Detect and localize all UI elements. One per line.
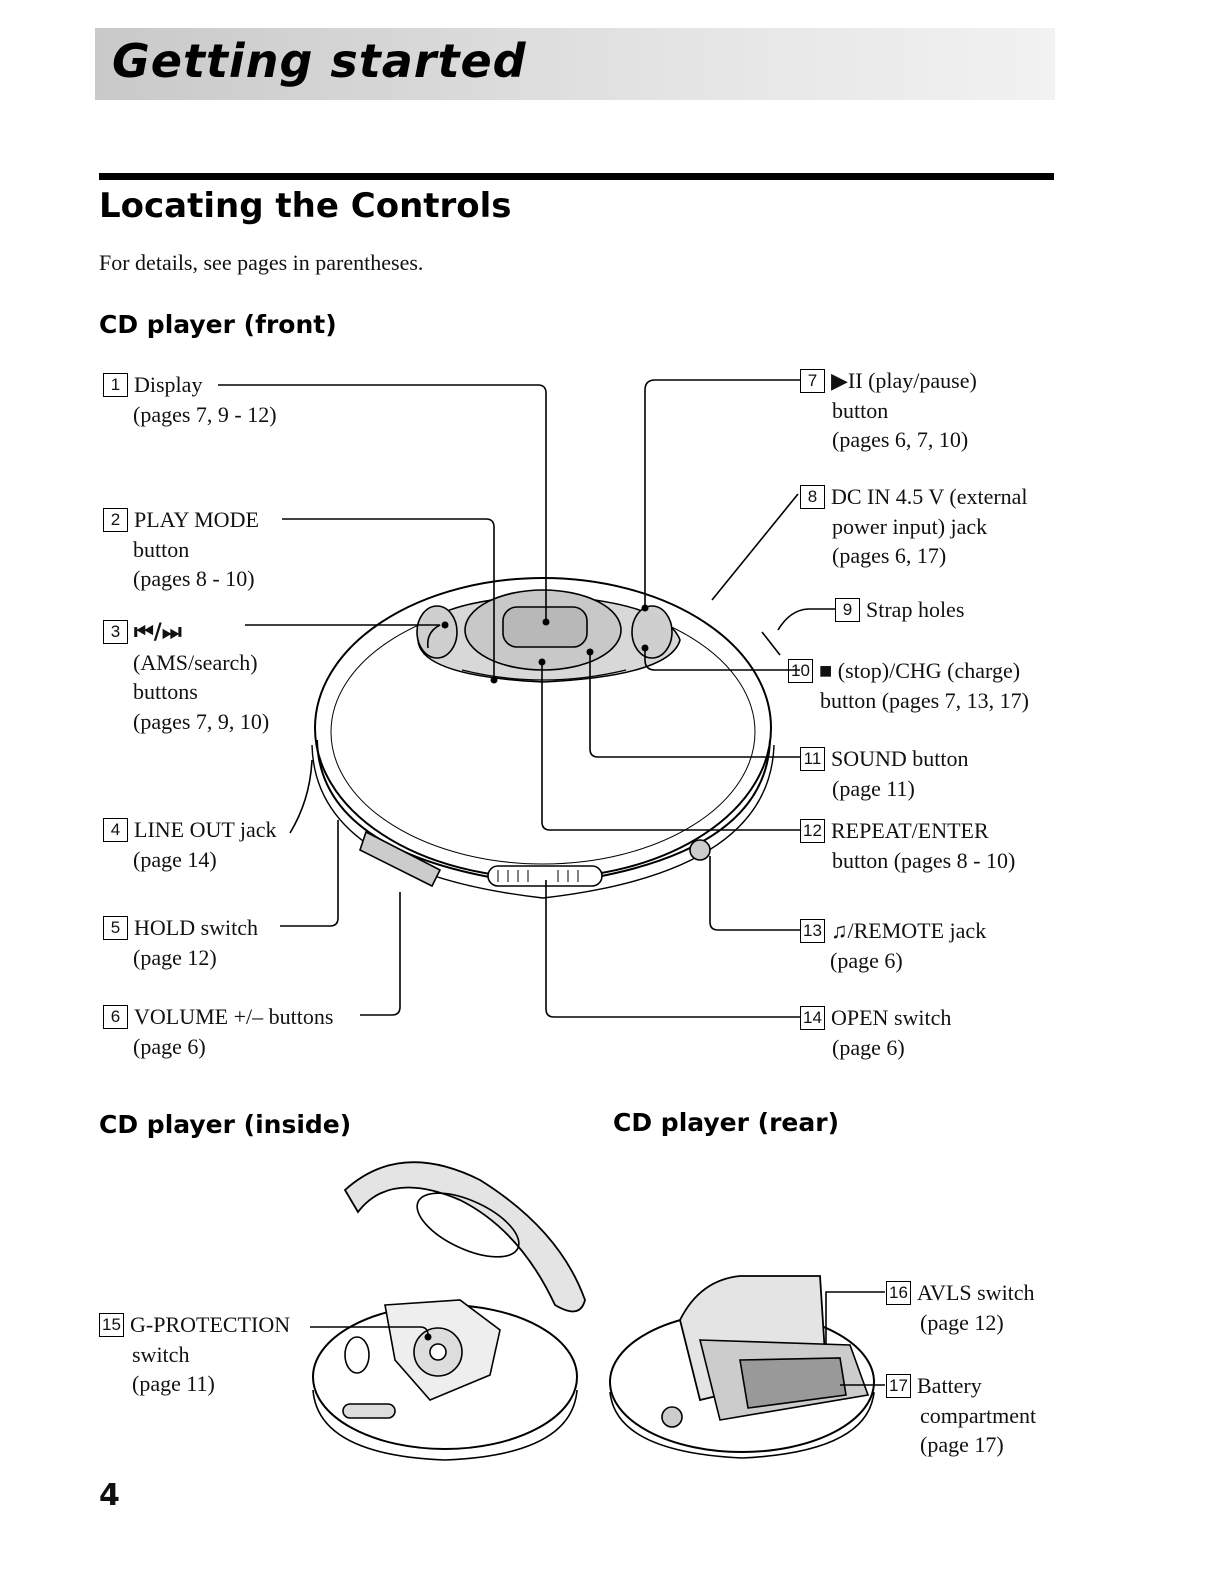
cd-player-front-illustration bbox=[218, 379, 835, 1018]
callout-pages: (page 12) bbox=[133, 944, 217, 970]
section-intro: For details, see pages in parentheses. bbox=[99, 250, 424, 275]
callout-label: ♫/REMOTE jack bbox=[831, 918, 987, 943]
callout-label: ⏮/⏭ bbox=[134, 620, 182, 645]
callout-pages: (page 11) bbox=[132, 1371, 215, 1396]
callout-label: ▶II (play/pause) bbox=[831, 368, 977, 393]
callout-label: SOUND button bbox=[831, 746, 969, 771]
callout-pages: (page 11) bbox=[832, 775, 915, 801]
callout-label: Battery bbox=[917, 1373, 982, 1398]
callout-number: 16 bbox=[886, 1281, 911, 1305]
callout-line: button bbox=[133, 536, 190, 562]
callout-label: VOLUME +/– buttons bbox=[134, 1004, 334, 1029]
callout-line: compartment bbox=[920, 1402, 1037, 1428]
callout-label: AVLS switch bbox=[917, 1280, 1035, 1305]
callout-number: 5 bbox=[103, 916, 128, 940]
callout-line: switch bbox=[132, 1341, 190, 1367]
callout-label: OPEN switch bbox=[831, 1005, 952, 1030]
callout-line: (AMS/search) bbox=[133, 649, 258, 675]
callout-label: DC IN 4.5 V (external bbox=[831, 484, 1028, 509]
callout-number: 10 bbox=[788, 659, 813, 683]
header-title: Getting started bbox=[112, 34, 527, 88]
callout-label: G-PROTECTION bbox=[130, 1312, 291, 1337]
callout-number: 17 bbox=[886, 1374, 911, 1398]
callout-number: 1 bbox=[103, 373, 128, 397]
callout-label: REPEAT/ENTER bbox=[831, 818, 989, 843]
cd-player-rear-illustration bbox=[609, 1275, 885, 1459]
callout-number: 3 bbox=[103, 620, 128, 644]
page-number: 4 bbox=[99, 1478, 120, 1513]
callout-number: 4 bbox=[103, 818, 128, 842]
cd-player-inside-illustration bbox=[310, 1161, 586, 1461]
callout-number: 7 bbox=[800, 369, 825, 393]
callout-pages: (pages 6, 17) bbox=[832, 543, 947, 568]
callout-label: PLAY MODE bbox=[134, 507, 259, 532]
section-title: Locating the Controls bbox=[99, 186, 512, 226]
callout-label: Display bbox=[134, 372, 203, 397]
callout-pages: (page 14) bbox=[133, 846, 217, 872]
callout-pages: button (pages 7, 13, 17) bbox=[820, 687, 1029, 713]
callout-stop-chg: 10■ (stop)/CHG (charge) button (pages 7,… bbox=[788, 656, 1029, 715]
callout-pages: (page 6) bbox=[832, 1034, 905, 1060]
callout-pages: (page 12) bbox=[920, 1309, 1004, 1335]
callout-pages: (pages 7, 9, 10) bbox=[133, 708, 270, 734]
callout-label: ■ (stop)/CHG (charge) bbox=[819, 658, 1021, 683]
callout-play-pause: 7▶II (play/pause) button (pages 6, 7, 10… bbox=[800, 366, 977, 455]
callout-label: HOLD switch bbox=[134, 915, 259, 940]
callout-line: power input) jack bbox=[832, 513, 988, 539]
callout-number: 2 bbox=[103, 508, 128, 532]
section-rule bbox=[99, 173, 1054, 180]
callout-label: Strap holes bbox=[866, 597, 965, 622]
callout-number: 13 bbox=[800, 919, 825, 943]
callout-line: buttons bbox=[133, 679, 198, 704]
callout-number: 14 bbox=[800, 1006, 825, 1030]
callout-pages: (page 6) bbox=[830, 947, 903, 973]
callout-pages: button (pages 8 - 10) bbox=[832, 847, 1016, 873]
header-banner bbox=[95, 28, 1055, 100]
front-heading: CD player (front) bbox=[99, 310, 337, 339]
callout-label: LINE OUT jack bbox=[134, 817, 277, 842]
callout-number: 9 bbox=[835, 598, 860, 622]
callout-number: 6 bbox=[103, 1005, 128, 1029]
callout-pages: (pages 7, 9 - 12) bbox=[133, 401, 277, 427]
callout-remote-jack: 13♫/REMOTE jack (page 6) bbox=[800, 916, 986, 975]
callout-pages: (page 17) bbox=[920, 1432, 1004, 1457]
rear-heading: CD player (rear) bbox=[613, 1108, 839, 1137]
callout-pages: (pages 8 - 10) bbox=[133, 566, 255, 591]
callout-number: 8 bbox=[800, 485, 825, 509]
callout-number: 15 bbox=[99, 1313, 124, 1337]
callout-number: 11 bbox=[800, 747, 825, 771]
callout-pages: (page 6) bbox=[133, 1033, 206, 1059]
callout-ams-search: 3⏮/⏭ (AMS/search) buttons (pages 7, 9, 1… bbox=[103, 617, 269, 736]
callout-line: button bbox=[832, 397, 889, 423]
callout-number: 12 bbox=[800, 819, 825, 843]
inside-heading: CD player (inside) bbox=[99, 1110, 352, 1139]
callout-pages: (pages 6, 7, 10) bbox=[832, 427, 969, 452]
